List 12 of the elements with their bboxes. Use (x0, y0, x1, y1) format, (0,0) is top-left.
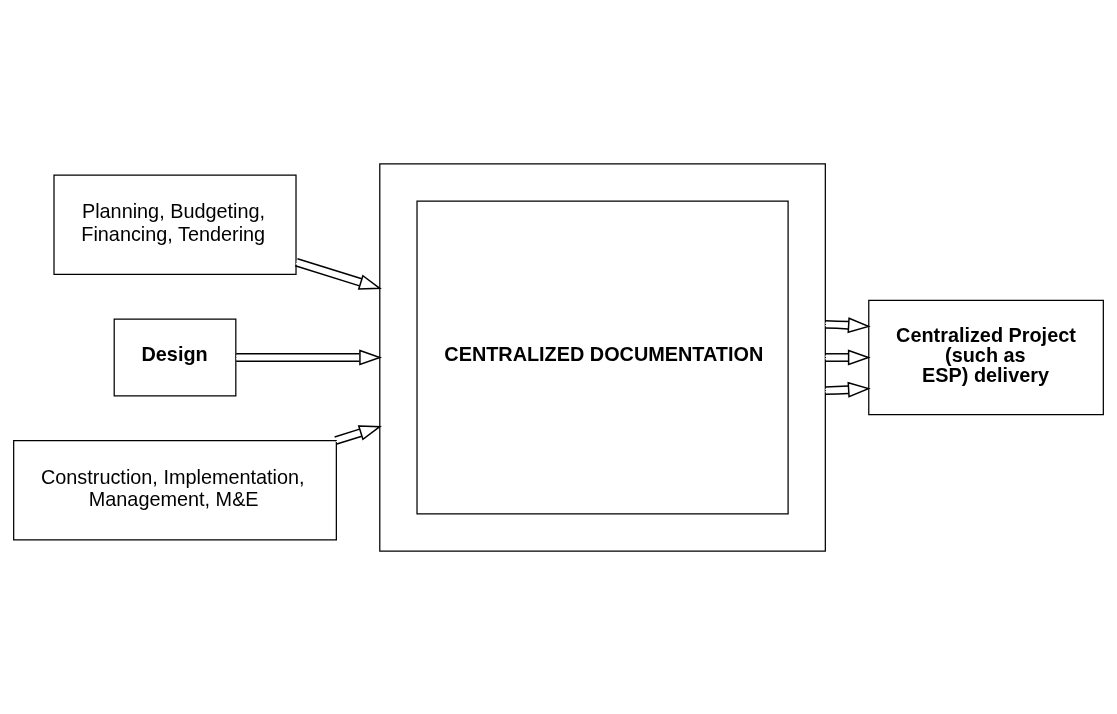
node-box: Construction, Implementation, Management, M&E (13, 439, 337, 541)
node-box: Design (113, 317, 237, 397)
arrow (333, 424, 382, 445)
node-box: Planning, Budgeting, Financing, Tendering (53, 173, 297, 275)
arrow (824, 316, 871, 333)
node-box: Centralized Project (such as ESP) delivery (868, 299, 1104, 415)
arrow (824, 349, 871, 365)
cluster (379, 162, 826, 552)
arrow (294, 257, 382, 290)
node-box: CENTRALIZED DOCUMENTATION (416, 200, 789, 514)
arrow (824, 381, 871, 398)
arrow (235, 349, 383, 365)
